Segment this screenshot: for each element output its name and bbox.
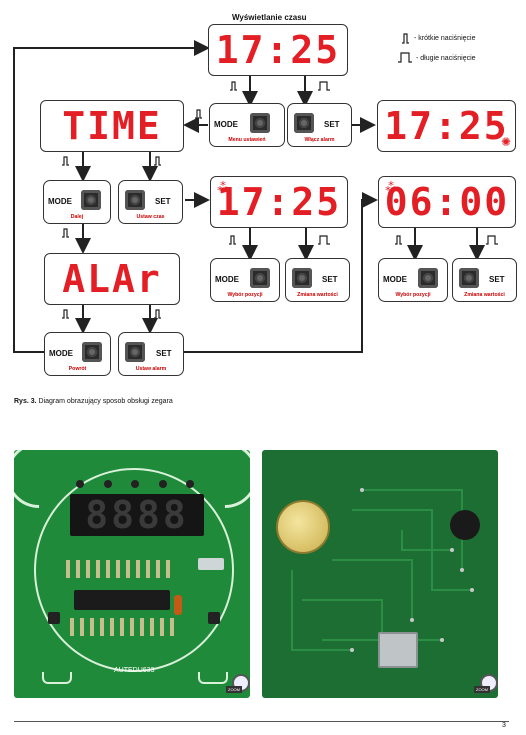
mode-back-button[interactable]: MODE Powrót (44, 332, 111, 376)
push-button-icon (292, 268, 312, 288)
push-button-icon (81, 190, 101, 210)
zoom-label: ZOOM (474, 686, 490, 693)
set-switch (208, 612, 220, 624)
display-value: 17:25 (215, 28, 341, 72)
pcb-back-photo (262, 450, 498, 698)
push-button-icon (250, 268, 270, 288)
page-number: 3 (502, 722, 506, 729)
leg-outline (198, 672, 228, 684)
display-set-time: ⁂ 17:25 (210, 176, 348, 228)
led-row (76, 480, 194, 490)
display-alarm-on: 17:25 ✺ (377, 100, 516, 152)
display-value: 06:00 (384, 180, 510, 224)
microcontroller-ic (74, 590, 170, 610)
diagram: Wyświetlanie czasu - krótkie naciśnięcie… (13, 13, 517, 376)
legend-long: - długie naciśnięcie (416, 55, 476, 62)
display-value: TIME (62, 104, 162, 148)
resistor-array (66, 560, 176, 578)
clock-face-outline (34, 468, 234, 672)
sun-icon: ✺ (500, 135, 511, 149)
button-caption: Wybór pozycji (227, 292, 263, 298)
resistor-array (70, 618, 180, 636)
coin-battery (276, 500, 330, 554)
push-button-icon (459, 268, 479, 288)
mode-select-position-button[interactable]: MODE Wybór pozycji (210, 258, 280, 302)
diagram-title: Wyświetlanie czasu (232, 13, 307, 22)
push-button-icon (250, 113, 270, 133)
button-name: MODE (48, 197, 72, 206)
display-time-menu: TIME (40, 100, 184, 152)
led-display: 8888 (70, 493, 204, 537)
button-caption: Ustaw alarm (135, 366, 167, 372)
button-caption: Menu ustawień (228, 137, 266, 143)
display-value: ALAr (62, 257, 162, 301)
pcb-front-photo: 8888 AUTEDU633 (14, 450, 250, 698)
figure-text: Diagram obrazujący sposob obsługi zegara (38, 398, 173, 405)
display-digits: 8888 (85, 493, 189, 537)
button-name: MODE (49, 349, 73, 358)
figure-label: Rys. 3. (14, 398, 37, 405)
button-name: SET (489, 275, 505, 284)
set-time-button[interactable]: SET Ustaw czas (118, 180, 183, 224)
connector-arrows (13, 33, 498, 353)
button-name: MODE (383, 275, 407, 284)
button-caption: Powrót (68, 366, 87, 372)
push-button-icon (125, 342, 145, 362)
zoom-button-right[interactable]: ZOOM (474, 674, 502, 694)
blink-icon: ⁂ (385, 180, 397, 194)
push-button-icon (418, 268, 438, 288)
set-alarm-toggle-button[interactable]: SET Włącz alarm (287, 103, 352, 147)
capacitor (174, 595, 182, 615)
legend-short: - krótkie naciśnięcie (414, 35, 476, 42)
display-value: 17:25 (384, 104, 509, 148)
display-alarm-menu: ALAr (44, 253, 180, 305)
button-name: MODE (214, 120, 238, 129)
button-caption: Włącz alarm (304, 137, 335, 143)
mode-switch (48, 612, 60, 624)
zoom-button-left[interactable]: ZOOM (226, 674, 254, 694)
push-button-icon (294, 113, 314, 133)
push-button-icon (82, 342, 102, 362)
buzzer (450, 510, 480, 540)
leg-outline (42, 672, 72, 684)
display-set-alarm: ⁂ 06:00 (378, 176, 516, 228)
display-current-time: 17:25 (208, 24, 348, 76)
button-name: MODE (215, 275, 239, 284)
button-caption: Ustaw czas (136, 214, 165, 220)
usb-socket (378, 632, 418, 668)
push-button-icon (125, 190, 145, 210)
footer-rule (14, 721, 509, 722)
button-name: SET (322, 275, 338, 284)
blink-icon: ⁂ (217, 180, 229, 194)
button-name: SET (324, 120, 340, 129)
mode-select-position-alarm-button[interactable]: MODE Wybór pozycji (378, 258, 448, 302)
button-name: SET (155, 197, 171, 206)
figure-caption: Rys. 3. Diagram obrazujący sposob obsług… (14, 398, 173, 405)
mode-menu-button[interactable]: MODE Menu ustawień (209, 103, 285, 147)
zoom-label: ZOOM (226, 686, 242, 693)
button-caption: Dalej (70, 214, 84, 220)
board-label: AUTEDU633 (114, 667, 155, 674)
pcb-traces (291, 488, 474, 662)
crystal (198, 558, 224, 570)
button-caption: Wybór pozycji (395, 292, 431, 298)
set-alarm-button[interactable]: SET Ustaw alarm (118, 332, 184, 376)
display-value: 17:25 (216, 180, 342, 224)
button-caption: Zmiana wartości (297, 292, 338, 298)
set-change-value-button[interactable]: SET Zmiana wartości (285, 258, 350, 302)
mode-next-button[interactable]: MODE Dalej (43, 180, 111, 224)
button-name: SET (156, 349, 172, 358)
button-caption: Zmiana wartości (464, 292, 505, 298)
set-change-value-alarm-button[interactable]: SET Zmiana wartości (452, 258, 517, 302)
